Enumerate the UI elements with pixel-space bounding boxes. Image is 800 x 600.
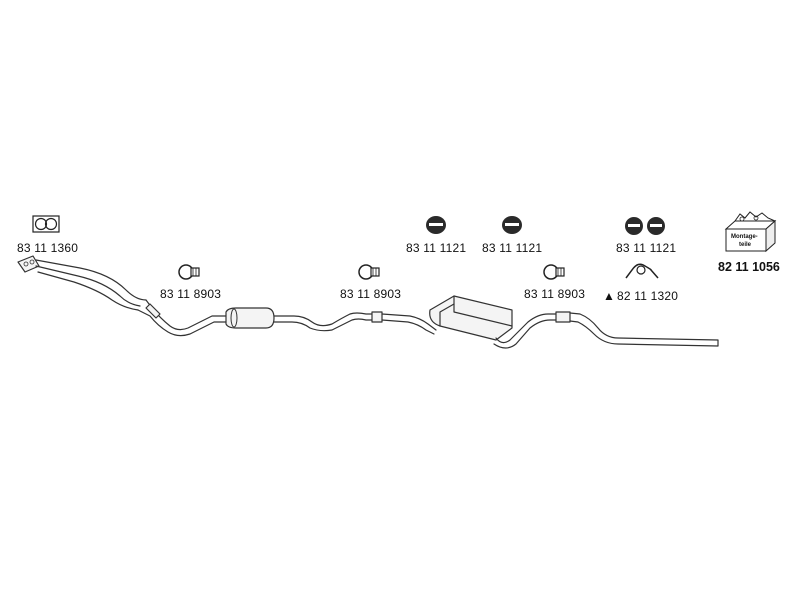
mounting-kit-box-icon: Montage- teile [724, 211, 777, 253]
center-silencer [225, 307, 275, 329]
mounting-kit-part-number: 82 11 1056 [718, 260, 780, 274]
gasket-part-number: 83 11 1360 [17, 241, 78, 255]
bracket-part-number-marker: ▲ [603, 289, 615, 303]
clamp-icon [178, 264, 200, 280]
rubber-mount-icon [502, 216, 522, 234]
bracket-icon [625, 263, 659, 279]
tail-pipe [493, 311, 719, 349]
clamp-1-part-number: 83 11 8903 [160, 287, 221, 301]
rear-silencer [429, 295, 513, 341]
rubber-mount-1-part-number: 83 11 1121 [406, 241, 466, 255]
clamp-icon [358, 264, 380, 280]
intermediate-pipe [273, 311, 437, 335]
clamp-3-part-number: 83 11 8903 [524, 287, 585, 301]
clamp-icon [543, 264, 565, 280]
rubber-mount-pair-part-number: 83 11 1121 [616, 241, 676, 255]
clamp-2-part-number: 83 11 8903 [340, 287, 401, 301]
gasket-icon [32, 215, 60, 233]
rubber-mount-pair-icon [625, 217, 665, 235]
mounting-kit-label-line1: Montage- [731, 234, 758, 240]
mounting-kit-label-line2: teile [739, 242, 752, 248]
rubber-mount-2-part-number: 83 11 1121 [482, 241, 542, 255]
front-pipe-with-manifold-flange [17, 255, 231, 337]
bracket-part-number: 82 11 1320 [617, 289, 678, 303]
rubber-mount-icon [426, 216, 446, 234]
